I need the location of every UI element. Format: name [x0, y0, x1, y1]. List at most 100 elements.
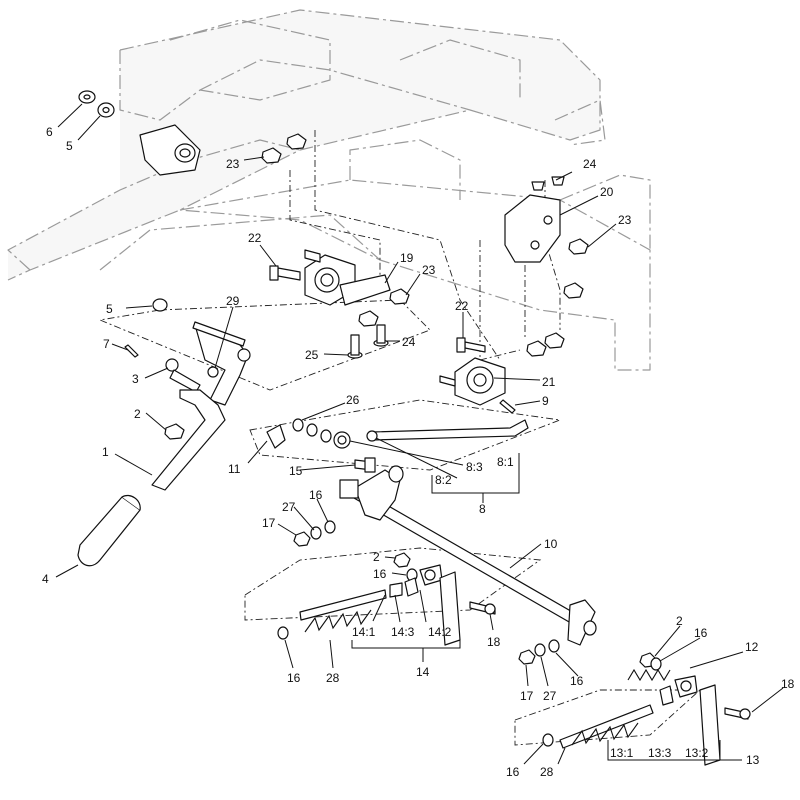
bolt-24-lower	[373, 324, 389, 347]
callout-13: 13	[746, 753, 760, 767]
fastener-set-right	[639, 652, 662, 671]
callout-4: 4	[42, 572, 49, 586]
callout-labels: 6 5 23 24 20 23 22 19 23 5 29 22 7 24 25…	[42, 125, 795, 779]
callout-13-2: 13:2	[685, 746, 709, 760]
pivot-bracket-upper	[139, 124, 201, 176]
callout-8-3: 8:3	[466, 460, 483, 474]
callout-5-lower: 5	[106, 302, 113, 316]
callout-12: 12	[745, 640, 759, 654]
fastener-set-lower	[518, 639, 560, 665]
callout-16-mid: 16	[373, 567, 387, 581]
callout-28-upper: 28	[326, 671, 340, 685]
fastener-set-upper	[293, 520, 336, 547]
callout-14-1: 14:1	[352, 625, 376, 639]
washer-16-left	[277, 626, 289, 640]
rod-end-14	[299, 564, 443, 621]
rod-end-13	[559, 675, 698, 749]
bolt-15	[354, 457, 376, 473]
callout-16-right: 16	[570, 674, 584, 688]
washer-6	[78, 90, 96, 104]
callout-29: 29	[226, 294, 240, 308]
ball-joint-3	[165, 358, 201, 393]
callout-24-a: 24	[583, 157, 597, 171]
fastener-set-mid	[393, 552, 418, 582]
callout-27-upper: 27	[282, 500, 296, 514]
callout-22-b: 22	[455, 299, 469, 313]
callout-2-right: 2	[676, 614, 683, 628]
callout-23-b: 23	[618, 213, 632, 227]
callout-9: 9	[542, 394, 549, 408]
callout-7: 7	[103, 337, 110, 351]
callout-16-far-right: 16	[694, 626, 708, 640]
washer-stack-26	[292, 418, 351, 449]
callout-1: 1	[102, 445, 109, 459]
callout-20: 20	[600, 185, 614, 199]
callout-13-1: 13:1	[610, 746, 634, 760]
bushing-5-lower	[152, 298, 168, 312]
callout-18-right: 18	[781, 677, 795, 691]
callout-8-2: 8:2	[435, 473, 452, 487]
bearing-flange-21	[454, 357, 506, 406]
callout-14-3: 14:3	[391, 625, 415, 639]
washer-16-lower	[542, 733, 554, 747]
chassis-frame	[7, 9, 651, 371]
callout-15: 15	[289, 464, 303, 478]
callout-14-2: 14:2	[428, 625, 452, 639]
pedal-grip-4	[77, 494, 141, 567]
callout-27-lower: 27	[543, 689, 557, 703]
flange-nut-23g	[544, 332, 565, 349]
callout-23-a: 23	[226, 157, 240, 171]
flange-nut-23b	[286, 133, 307, 150]
bolt-25	[347, 334, 363, 359]
cotter-pin-9	[499, 399, 516, 414]
callout-28-lower: 28	[540, 765, 554, 779]
callout-19: 19	[400, 251, 414, 265]
spring-28-lower	[571, 722, 639, 746]
bearing-flange-19	[304, 254, 391, 306]
callout-10: 10	[544, 537, 558, 551]
callout-17-upper: 17	[262, 516, 276, 530]
flange-nut-23d	[568, 238, 589, 255]
pivot-arm-29	[192, 321, 251, 406]
carriage-bolt-24-right	[531, 176, 565, 191]
callout-18-mid: 18	[487, 635, 501, 649]
flange-nut-23f	[526, 340, 547, 357]
flange-nut-23a	[261, 147, 282, 164]
callout-21: 21	[542, 375, 556, 389]
bolt-left-upper	[304, 249, 321, 263]
spring-12	[627, 668, 671, 682]
cotter-pin-7	[124, 344, 139, 358]
control-rod-8	[366, 419, 529, 442]
bolt-22-right	[456, 337, 486, 353]
bushing-5-upper	[97, 102, 115, 118]
callout-8: 8	[479, 502, 486, 516]
callout-16-left: 16	[287, 671, 301, 685]
callout-16-bottom: 16	[506, 765, 520, 779]
callout-17-lower: 17	[520, 689, 534, 703]
leader-lines	[55, 103, 784, 765]
flange-nut-23e	[563, 282, 584, 299]
spring-28-upper	[304, 609, 372, 633]
callout-26: 26	[346, 393, 360, 407]
bolt-21-lower	[439, 375, 456, 387]
nut-2-left	[164, 423, 185, 440]
cross-shaft-10	[339, 465, 597, 646]
callout-25: 25	[305, 348, 319, 362]
callout-14: 14	[416, 665, 430, 679]
callout-11: 11	[228, 462, 241, 476]
callout-13-3: 13:3	[648, 746, 672, 760]
bracket-20	[504, 194, 561, 263]
callout-6: 6	[46, 125, 53, 139]
spacer-11	[266, 424, 286, 449]
callout-5-upper: 5	[66, 139, 73, 153]
callout-23-c: 23	[422, 263, 436, 277]
pedal-lever-1	[151, 389, 226, 491]
callout-8-1: 8:1	[497, 455, 514, 469]
callout-22-a: 22	[248, 231, 262, 245]
callout-16-upper: 16	[309, 488, 323, 502]
callout-2-left: 2	[134, 407, 141, 421]
bolt-22-left	[269, 265, 301, 281]
callout-3: 3	[132, 372, 139, 386]
